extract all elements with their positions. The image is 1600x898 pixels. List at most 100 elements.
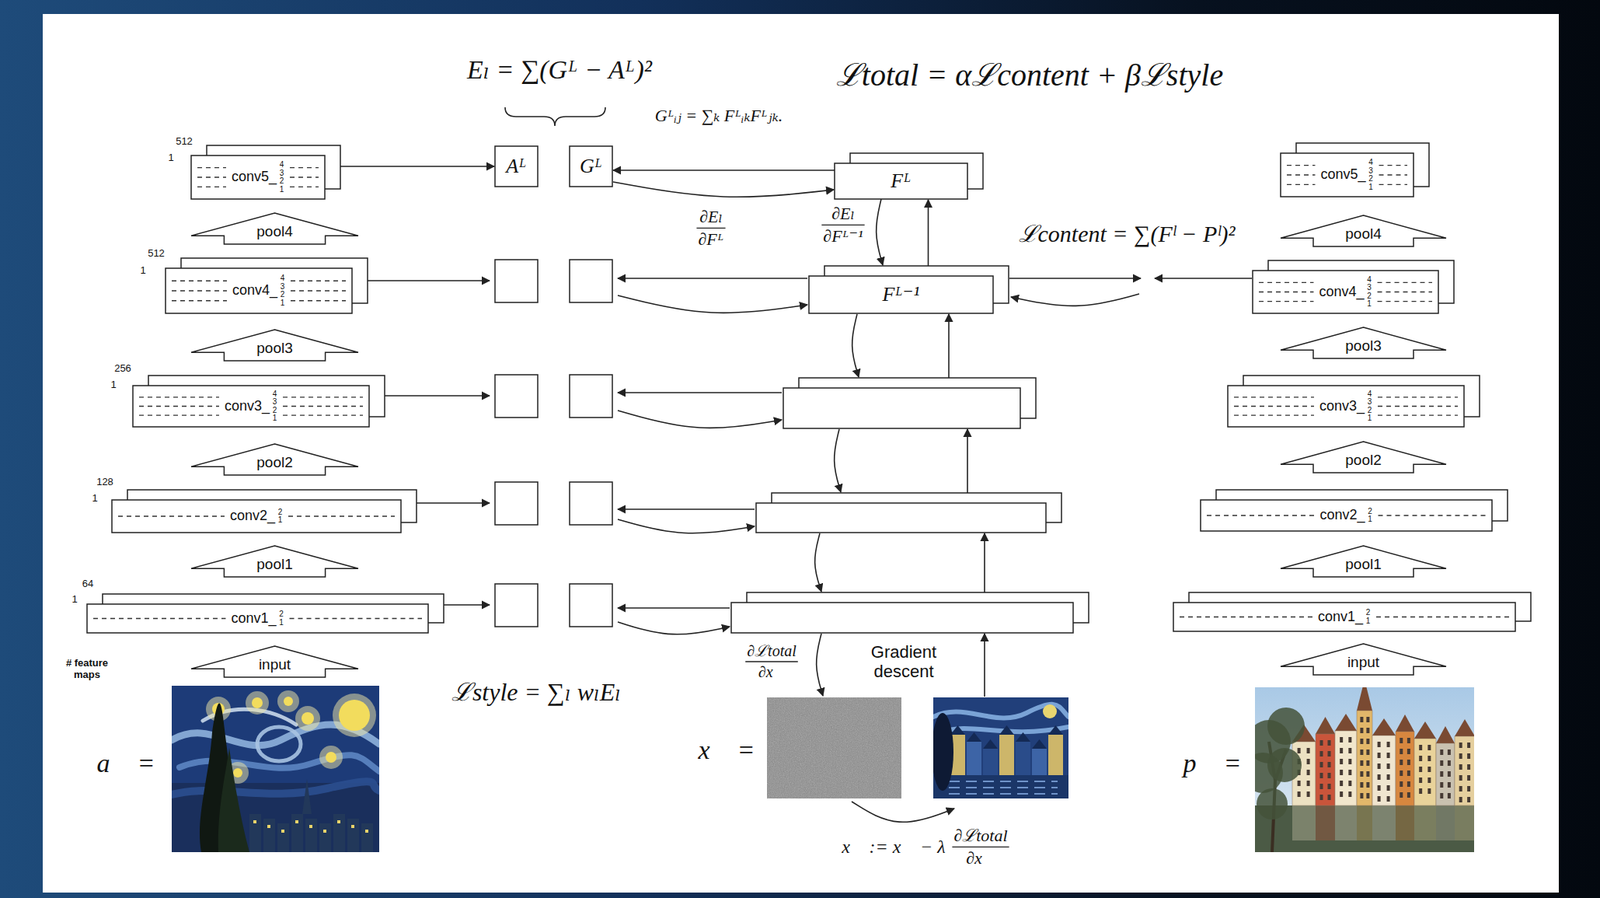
pool-arrow: pool2 xyxy=(190,442,360,476)
layer-name: conv3_ xyxy=(224,398,270,415)
dashed-filter-row xyxy=(290,289,346,291)
window xyxy=(1359,770,1363,777)
text-group: pool3 xyxy=(256,340,293,357)
brace xyxy=(505,107,606,126)
dashed-filter-row xyxy=(1377,405,1458,407)
window xyxy=(1407,759,1411,765)
window xyxy=(1377,763,1381,769)
pool-arrow: pool1 xyxy=(1279,544,1447,578)
flow-arrow xyxy=(816,633,823,696)
text-group: conv5_4 3 2 1 xyxy=(1320,158,1374,192)
node-face: conv1_2 1 xyxy=(1173,602,1516,631)
dashed-filter-row xyxy=(171,299,227,301)
dashed-filter-row xyxy=(1286,184,1315,185)
facade xyxy=(1048,734,1064,775)
flow-arrow xyxy=(617,621,730,635)
facade xyxy=(1395,731,1415,806)
pool-name: pool3 xyxy=(1345,338,1382,355)
window xyxy=(1439,759,1444,766)
facade xyxy=(1315,733,1336,806)
swirl xyxy=(933,704,1069,719)
window xyxy=(1339,769,1343,775)
text-group: conv1_2 1 xyxy=(1317,608,1371,625)
flow-arrow xyxy=(617,277,808,279)
window xyxy=(1427,755,1431,761)
matrix-symbol: Aᴸ xyxy=(505,155,527,178)
window xyxy=(1399,770,1403,776)
window xyxy=(1439,770,1444,777)
dashed-filter-row xyxy=(93,617,226,619)
roof xyxy=(1395,714,1415,732)
conv-layer-stack: conv5_4 3 2 1 xyxy=(191,145,341,199)
window xyxy=(1359,792,1363,799)
layer-name: conv4_ xyxy=(232,282,278,299)
content-photo xyxy=(1254,686,1475,852)
text-group: conv3_4 3 2 1 xyxy=(1319,390,1373,423)
feature-map-stack: Fᴸ⁻¹ xyxy=(808,265,1009,314)
matrix-box-empty xyxy=(494,481,538,525)
conv-layer-stack: conv4_4 3 2 1 xyxy=(1252,260,1454,314)
window xyxy=(1399,748,1403,754)
star-halo xyxy=(332,693,377,737)
tree-canopy xyxy=(1267,707,1305,745)
window xyxy=(1387,773,1391,780)
flow-arrow xyxy=(617,391,782,394)
flow-arrow xyxy=(613,181,834,197)
loss-equation: Eₗ = ∑(Gᴸ − Aᴸ)² xyxy=(467,54,652,85)
text-group: conv4_4 3 2 1 xyxy=(1318,275,1372,309)
pool-name: pool2 xyxy=(1345,452,1382,469)
window xyxy=(1320,739,1324,746)
window xyxy=(1459,796,1463,802)
stack-front xyxy=(165,268,353,314)
stack-front xyxy=(1173,602,1516,631)
facade xyxy=(1031,748,1047,775)
flow-arrow xyxy=(617,295,808,313)
window xyxy=(1418,787,1423,794)
dashed-filter-row xyxy=(289,167,319,168)
window xyxy=(1366,781,1370,788)
node-face: Aᴸ xyxy=(494,146,538,187)
dashed-filter-row xyxy=(1258,300,1314,302)
gradient-denominator: ∂x⃗ xyxy=(965,847,996,868)
window xyxy=(1366,716,1370,722)
text-group: Aᴸ xyxy=(505,155,527,178)
window xyxy=(1348,758,1352,764)
fraction-bar xyxy=(951,846,1009,848)
arrow-outline xyxy=(191,329,359,361)
village-house xyxy=(291,813,304,852)
star-halo xyxy=(245,690,269,715)
window xyxy=(1399,780,1403,787)
feature-count: 1 xyxy=(110,379,116,391)
dashed-filter-row xyxy=(1377,282,1433,283)
arrow-outline xyxy=(1280,545,1447,577)
window xyxy=(1439,749,1444,755)
box-outline xyxy=(569,146,613,187)
facade xyxy=(1372,735,1396,806)
facade xyxy=(1335,730,1357,806)
swirl xyxy=(257,726,301,761)
fraction-bar xyxy=(696,227,726,229)
window xyxy=(1320,772,1324,778)
feature-count: 1 xyxy=(91,492,98,505)
conv-layer-stack: conv4_4 3 2 1 xyxy=(165,257,368,314)
arrow-outline xyxy=(1280,327,1447,359)
matrix-box-empty xyxy=(569,259,613,303)
arrow-outline xyxy=(1280,441,1447,473)
window xyxy=(1366,770,1370,777)
window xyxy=(1459,785,1463,792)
gradient-denominator: ∂Fᴸ xyxy=(697,229,724,249)
dashed-filter-row xyxy=(1377,291,1433,293)
pool-name: pool2 xyxy=(256,454,293,471)
window xyxy=(1467,752,1471,759)
stack-front xyxy=(87,603,429,633)
roof xyxy=(1436,725,1455,743)
window xyxy=(1387,795,1391,802)
feature-map-front xyxy=(783,387,1021,429)
arrow-outline xyxy=(191,545,359,577)
window xyxy=(1418,777,1423,783)
roof xyxy=(1031,738,1047,749)
layer-name: conv4_ xyxy=(1318,284,1364,300)
dashed-filter-row xyxy=(1286,174,1315,175)
dashed-filter-row xyxy=(1179,616,1313,617)
loss-equation: ℒstyle = ∑ₗ wₗEₗ xyxy=(451,677,621,707)
